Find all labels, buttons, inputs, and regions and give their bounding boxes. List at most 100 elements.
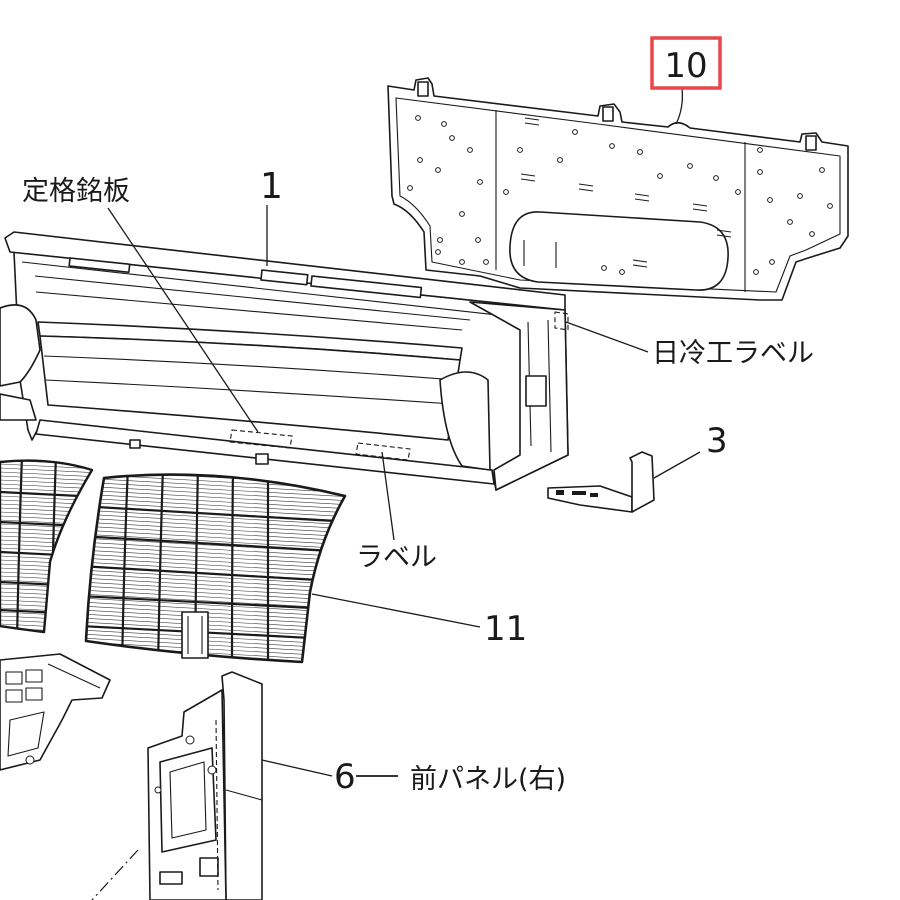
filter-mesh-line xyxy=(86,497,345,514)
filter-mesh-line xyxy=(0,471,92,478)
mounting-hole xyxy=(797,193,803,199)
mounting-hole xyxy=(435,167,441,173)
grille-edge xyxy=(7,711,45,757)
filter-mesh-line xyxy=(86,601,345,618)
filter-mesh-line xyxy=(86,493,345,510)
mounting-hole xyxy=(757,147,763,153)
filter-mesh-line xyxy=(86,585,345,602)
frame-clip xyxy=(255,453,269,465)
bracket-base xyxy=(547,485,633,513)
frame-left-end-cap xyxy=(0,304,41,387)
slot-mark xyxy=(692,203,708,207)
frame-vent xyxy=(310,275,423,299)
part-6-name: 前パネル(右) xyxy=(410,764,566,795)
bracket-marking xyxy=(590,493,598,497)
mounting-plate-outline xyxy=(387,77,849,301)
filter-mesh-line xyxy=(86,605,345,622)
part-1-number: 1 xyxy=(260,166,283,207)
leader-part-11 xyxy=(311,593,481,628)
grille-slot xyxy=(25,687,43,701)
leader-part-10 xyxy=(675,87,684,125)
front-panel-hole xyxy=(207,765,217,775)
part-6-front-panel-right xyxy=(147,671,263,900)
mounting-hole xyxy=(417,157,423,163)
filter-rib xyxy=(15,460,24,632)
rating-plate-position xyxy=(229,429,293,449)
grille-screw xyxy=(25,755,35,765)
grille-slot xyxy=(25,669,43,683)
filter-mesh-line xyxy=(86,481,345,498)
mounting-hole xyxy=(601,265,607,271)
slot-mark xyxy=(632,259,648,263)
filter-mesh-line xyxy=(86,489,345,506)
mounting-hole xyxy=(572,129,578,135)
mounting-hole xyxy=(483,259,489,265)
bracket-marking xyxy=(572,491,586,495)
mounting-hole xyxy=(441,121,447,127)
front-panel-hole xyxy=(185,735,195,745)
mounting-hole xyxy=(769,259,775,265)
filter-mesh-line xyxy=(86,597,345,614)
mounting-hole xyxy=(609,143,615,149)
mounting-hole xyxy=(819,167,825,173)
left-filter-frame xyxy=(0,459,94,634)
filter-mesh-line xyxy=(86,485,345,502)
louver-line xyxy=(43,355,457,381)
mounting-hole xyxy=(657,173,663,179)
grille-slot xyxy=(5,689,23,703)
frame-vent xyxy=(260,269,309,286)
frame-inner-rim xyxy=(21,261,561,323)
mounting-plate-pipe-slot xyxy=(509,211,729,291)
front-panel-back-face xyxy=(221,671,263,900)
jra-label-text: 日冷工ラベル xyxy=(652,338,814,369)
part-11-air-filter xyxy=(80,473,350,681)
mounting-hole xyxy=(459,211,465,217)
filter-mesh-line xyxy=(86,609,345,626)
front-panel-clip xyxy=(159,871,183,885)
filter-mesh-line xyxy=(86,657,345,662)
mounting-hole xyxy=(517,147,523,153)
filter-rib xyxy=(230,474,235,662)
filter-mesh-line xyxy=(0,467,92,474)
part-3-bracket xyxy=(547,451,655,513)
slot-mark xyxy=(524,117,540,121)
mounting-hole xyxy=(435,249,441,255)
filter-mesh-line xyxy=(86,501,345,518)
mounting-hole xyxy=(637,149,643,155)
filter-rib xyxy=(86,564,345,584)
filter-frame xyxy=(84,473,347,664)
part-6-number: 6 xyxy=(334,757,356,797)
bottom-left-grille xyxy=(0,653,111,771)
filter-rib xyxy=(156,474,165,662)
frame-louver xyxy=(39,335,461,441)
bracket-marking xyxy=(556,490,564,495)
bracket-upright xyxy=(629,451,655,513)
filter-rib xyxy=(86,534,345,554)
filter-mesh-line xyxy=(86,589,345,606)
filter-tab xyxy=(181,611,209,659)
mounting-plate-tab xyxy=(417,81,429,97)
frame-inner-line xyxy=(34,275,471,321)
mounting-hole xyxy=(757,169,763,175)
filter-mesh-line xyxy=(86,593,345,610)
frame-right-module xyxy=(469,301,569,491)
front-panel-hidden-line xyxy=(215,719,219,891)
mounting-hole xyxy=(407,185,413,191)
mounting-hole xyxy=(557,157,563,163)
mounting-plate-holes xyxy=(407,115,833,275)
part-3-number: 3 xyxy=(706,421,728,461)
mounting-hole xyxy=(713,175,719,181)
label-text: ラベル xyxy=(356,542,437,573)
slot-mark xyxy=(716,234,732,238)
slot-mark xyxy=(520,178,536,182)
right-module-block xyxy=(525,375,547,407)
right-module-rib xyxy=(547,319,552,453)
filter-mesh-line xyxy=(80,666,350,681)
filter-mesh-line xyxy=(86,477,345,494)
slot-mark xyxy=(634,198,650,202)
mounting-hole xyxy=(475,237,481,243)
frame-left-end-foot xyxy=(0,393,37,421)
grille-body xyxy=(0,653,111,771)
slot-mark xyxy=(578,188,594,192)
mounting-plate-inner-edge xyxy=(395,97,841,293)
